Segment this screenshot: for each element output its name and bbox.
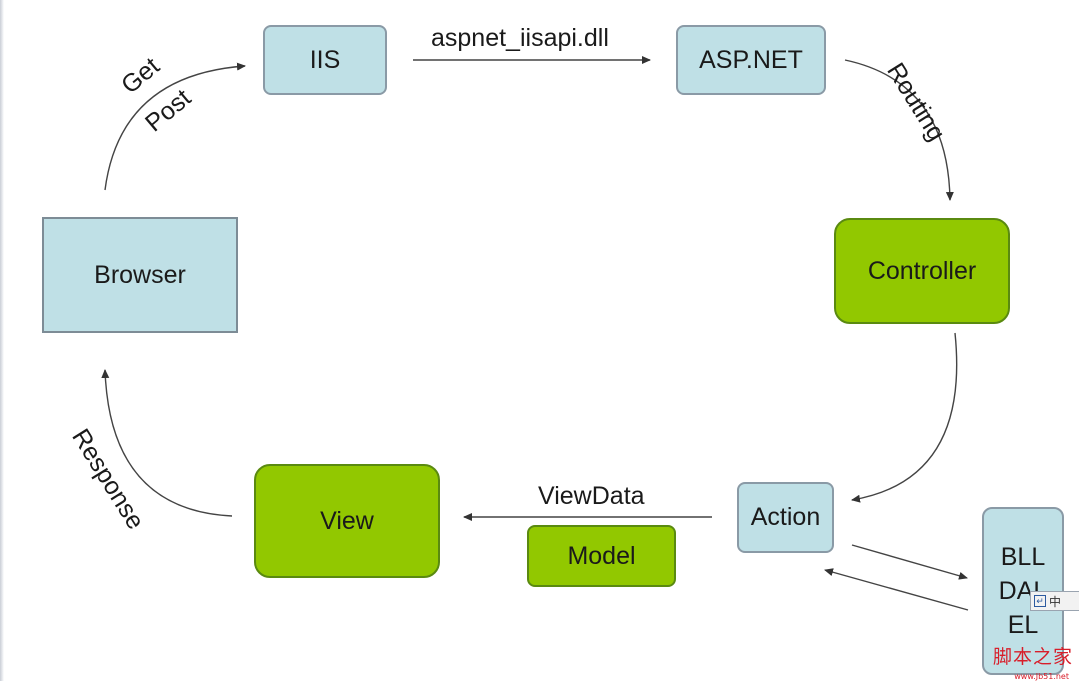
arrow-layers-to-action — [824, 568, 969, 611]
watermark-url: www.Jb51.net — [1014, 672, 1069, 681]
view-node: View — [254, 464, 440, 578]
edge-label-viewdata: ViewData — [538, 482, 645, 510]
iis-node: IIS — [263, 25, 387, 95]
model-node: Model — [527, 525, 676, 587]
edge-label-isapi: aspnet_iisapi.dll — [431, 24, 609, 52]
aspnet-node: ASP.NET — [676, 25, 826, 95]
arrow-action-to-layers — [851, 544, 968, 580]
view-label: View — [320, 506, 374, 535]
controller-node: Controller — [834, 218, 1010, 324]
ime-toolbar[interactable]: ↵ 中 — [1030, 591, 1079, 611]
layers-node: BLL DAL EL — [982, 507, 1064, 675]
arrow-controller-to-action — [851, 332, 958, 503]
action-label: Action — [750, 503, 821, 531]
left-edge-shadow — [0, 0, 4, 681]
aspnet-label: ASP.NET — [699, 45, 803, 74]
ime-toggle-icon[interactable]: ↵ — [1034, 595, 1046, 607]
browser-node: Browser — [42, 217, 238, 333]
browser-label: Browser — [94, 260, 186, 289]
layer-bll-label: BLL — [1000, 543, 1046, 571]
arrow-aspnet-to-controller — [844, 59, 954, 201]
arrow-browser-to-iis — [104, 62, 246, 191]
watermark-brand: 脚本之家 — [992, 646, 1073, 668]
layer-el-label: EL — [1007, 611, 1039, 639]
action-node: Action — [737, 482, 834, 553]
ime-mode-label[interactable]: 中 — [1049, 594, 1062, 609]
iis-label: IIS — [309, 45, 341, 74]
arrow-view-to-browser — [101, 369, 233, 517]
controller-label: Controller — [867, 256, 977, 285]
model-label: Model — [567, 541, 636, 570]
